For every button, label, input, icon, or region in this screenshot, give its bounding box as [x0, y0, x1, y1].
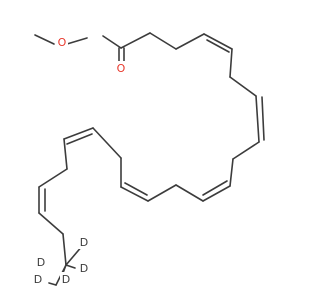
bond: [102, 35, 122, 49]
bond: [175, 184, 204, 202]
double-bond: [63, 127, 94, 140]
deuterium-label: D: [80, 262, 88, 275]
deuterium-atom-1: D: [78, 236, 89, 249]
deuterium-label: D: [62, 273, 70, 286]
double-bond: [255, 95, 260, 143]
bond: [120, 32, 151, 49]
bond: [48, 282, 57, 286]
double-bond: [124, 182, 148, 196]
double-bond: [261, 96, 265, 141]
bond: [63, 138, 68, 170]
atom-labels: O O D D D D D: [32, 35, 127, 286]
bond: [66, 37, 88, 45]
double-bond: [203, 33, 233, 50]
double-bond: [120, 186, 149, 202]
bond: [229, 48, 233, 78]
bond: [38, 168, 68, 188]
bond: [149, 32, 177, 50]
double-bond: [206, 39, 230, 53]
ester-oxygen-label: O: [58, 36, 67, 49]
double-bond: [66, 133, 93, 145]
molecule-structure: O O D D D D D: [32, 32, 265, 286]
bond: [65, 264, 76, 269]
bond: [229, 158, 234, 187]
carbonyl-oxygen-label: O: [117, 62, 126, 75]
deuterium-atom-5: D: [60, 272, 71, 286]
bond: [175, 33, 205, 50]
single-bonds: [34, 32, 260, 266]
deuterium-atom-3: D: [35, 256, 46, 269]
bond: [92, 127, 122, 159]
ester-oxygen-atom: O: [56, 35, 68, 49]
deuterium-atom-4: D: [32, 272, 43, 286]
bond: [34, 34, 55, 45]
bond: [38, 212, 64, 235]
bond: [232, 141, 260, 160]
deuterium-label: D: [37, 256, 45, 269]
double-bond: [202, 185, 231, 202]
deuterium-label: D: [80, 236, 88, 249]
deuterium-label: D: [34, 273, 42, 286]
carbonyl-oxygen-atom: O: [115, 61, 127, 75]
deuterium-atom-2: D: [78, 261, 89, 275]
bond: [147, 184, 177, 202]
bond: [62, 233, 67, 266]
bond: [229, 76, 257, 97]
double-bonds: [38, 33, 265, 214]
double-bond: [202, 180, 228, 196]
